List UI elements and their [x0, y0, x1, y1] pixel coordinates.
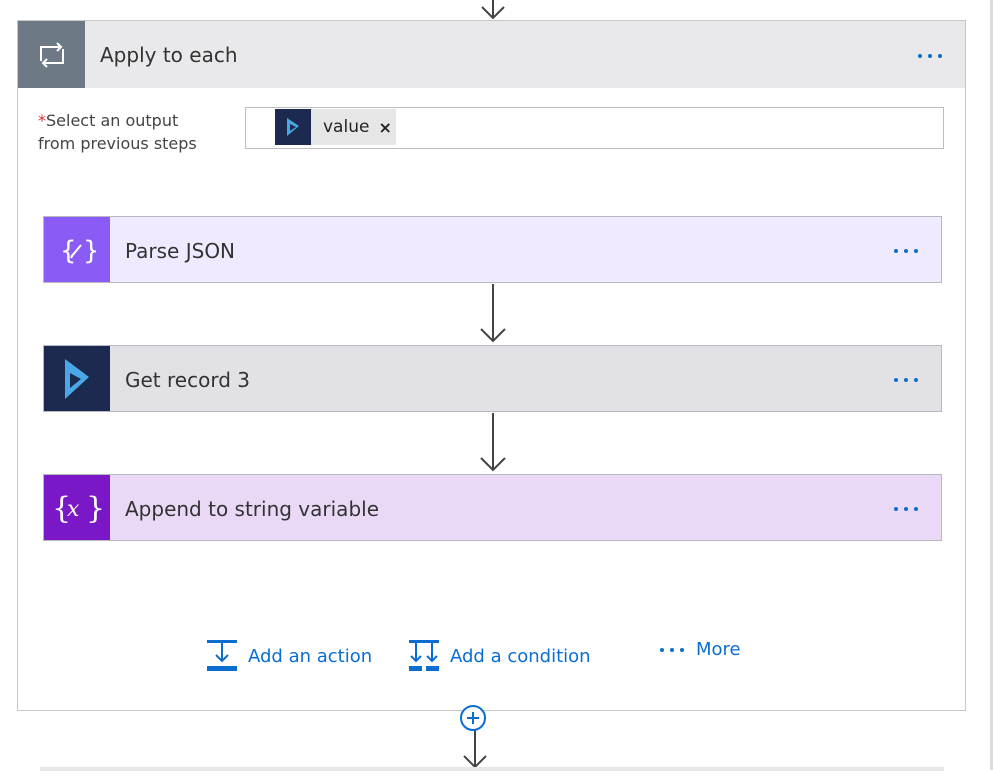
- next-step-card-edge[interactable]: [40, 767, 944, 771]
- add-an-action-button[interactable]: Add an action: [206, 639, 372, 673]
- required-marker: *: [38, 111, 46, 130]
- svg-text:}: }: [83, 236, 96, 266]
- append-variable-more-options-button[interactable]: [894, 507, 918, 511]
- more-button[interactable]: More: [660, 639, 741, 660]
- add-action-icon: [207, 640, 237, 671]
- select-output-field[interactable]: value ×: [245, 107, 944, 149]
- select-output-label-line1: Select an output: [46, 111, 179, 130]
- insert-step-button[interactable]: [460, 705, 486, 731]
- add-condition-icon: [409, 640, 439, 671]
- more-dots-icon: [660, 647, 684, 652]
- connector-arrow: [480, 413, 506, 472]
- apply-to-each-scope: Apply to each *Select an output from pre…: [17, 20, 966, 711]
- select-output-label: *Select an output from previous steps: [38, 109, 197, 155]
- loop-icon: [18, 21, 85, 88]
- get-record-more-options-button[interactable]: [894, 378, 918, 382]
- parse-json-icon: { }: [44, 217, 110, 282]
- action-card-append-to-string-variable[interactable]: { x } Append to string variable: [43, 474, 942, 541]
- top-connector-arrow: [481, 0, 505, 20]
- add-a-condition-button[interactable]: Add a condition: [408, 639, 591, 673]
- action-card-parse-json[interactable]: { } Parse JSON: [43, 216, 942, 283]
- action-card-get-record-3[interactable]: Get record 3: [43, 345, 942, 412]
- value-token[interactable]: value ×: [275, 109, 396, 145]
- dynamics-icon: [44, 346, 110, 411]
- connector-arrow: [480, 284, 506, 343]
- apply-to-each-title: Apply to each: [100, 43, 238, 67]
- svg-text:{: {: [60, 236, 77, 266]
- select-output-label-line2: from previous steps: [38, 134, 197, 153]
- svg-text:x: x: [67, 497, 80, 522]
- svg-text:{: {: [52, 491, 71, 526]
- svg-text:}: }: [86, 491, 102, 526]
- scrollbar-track[interactable]: [990, 0, 993, 770]
- action-title: Append to string variable: [125, 497, 379, 521]
- variable-icon: { x }: [44, 475, 110, 540]
- value-token-label: value: [323, 117, 370, 137]
- more-label: More: [696, 639, 741, 660]
- apply-to-each-more-options-button[interactable]: [918, 54, 942, 58]
- remove-token-icon[interactable]: ×: [378, 117, 392, 137]
- action-title: Get record 3: [125, 368, 250, 392]
- plus-icon: [467, 712, 479, 724]
- add-an-action-label: Add an action: [248, 645, 373, 667]
- apply-to-each-header[interactable]: Apply to each: [18, 21, 965, 88]
- add-a-condition-label: Add a condition: [450, 645, 591, 667]
- bottom-connector-arrow: [463, 730, 487, 769]
- parse-json-more-options-button[interactable]: [894, 249, 918, 253]
- action-title: Parse JSON: [125, 239, 236, 263]
- dynamics-icon: [275, 109, 311, 145]
